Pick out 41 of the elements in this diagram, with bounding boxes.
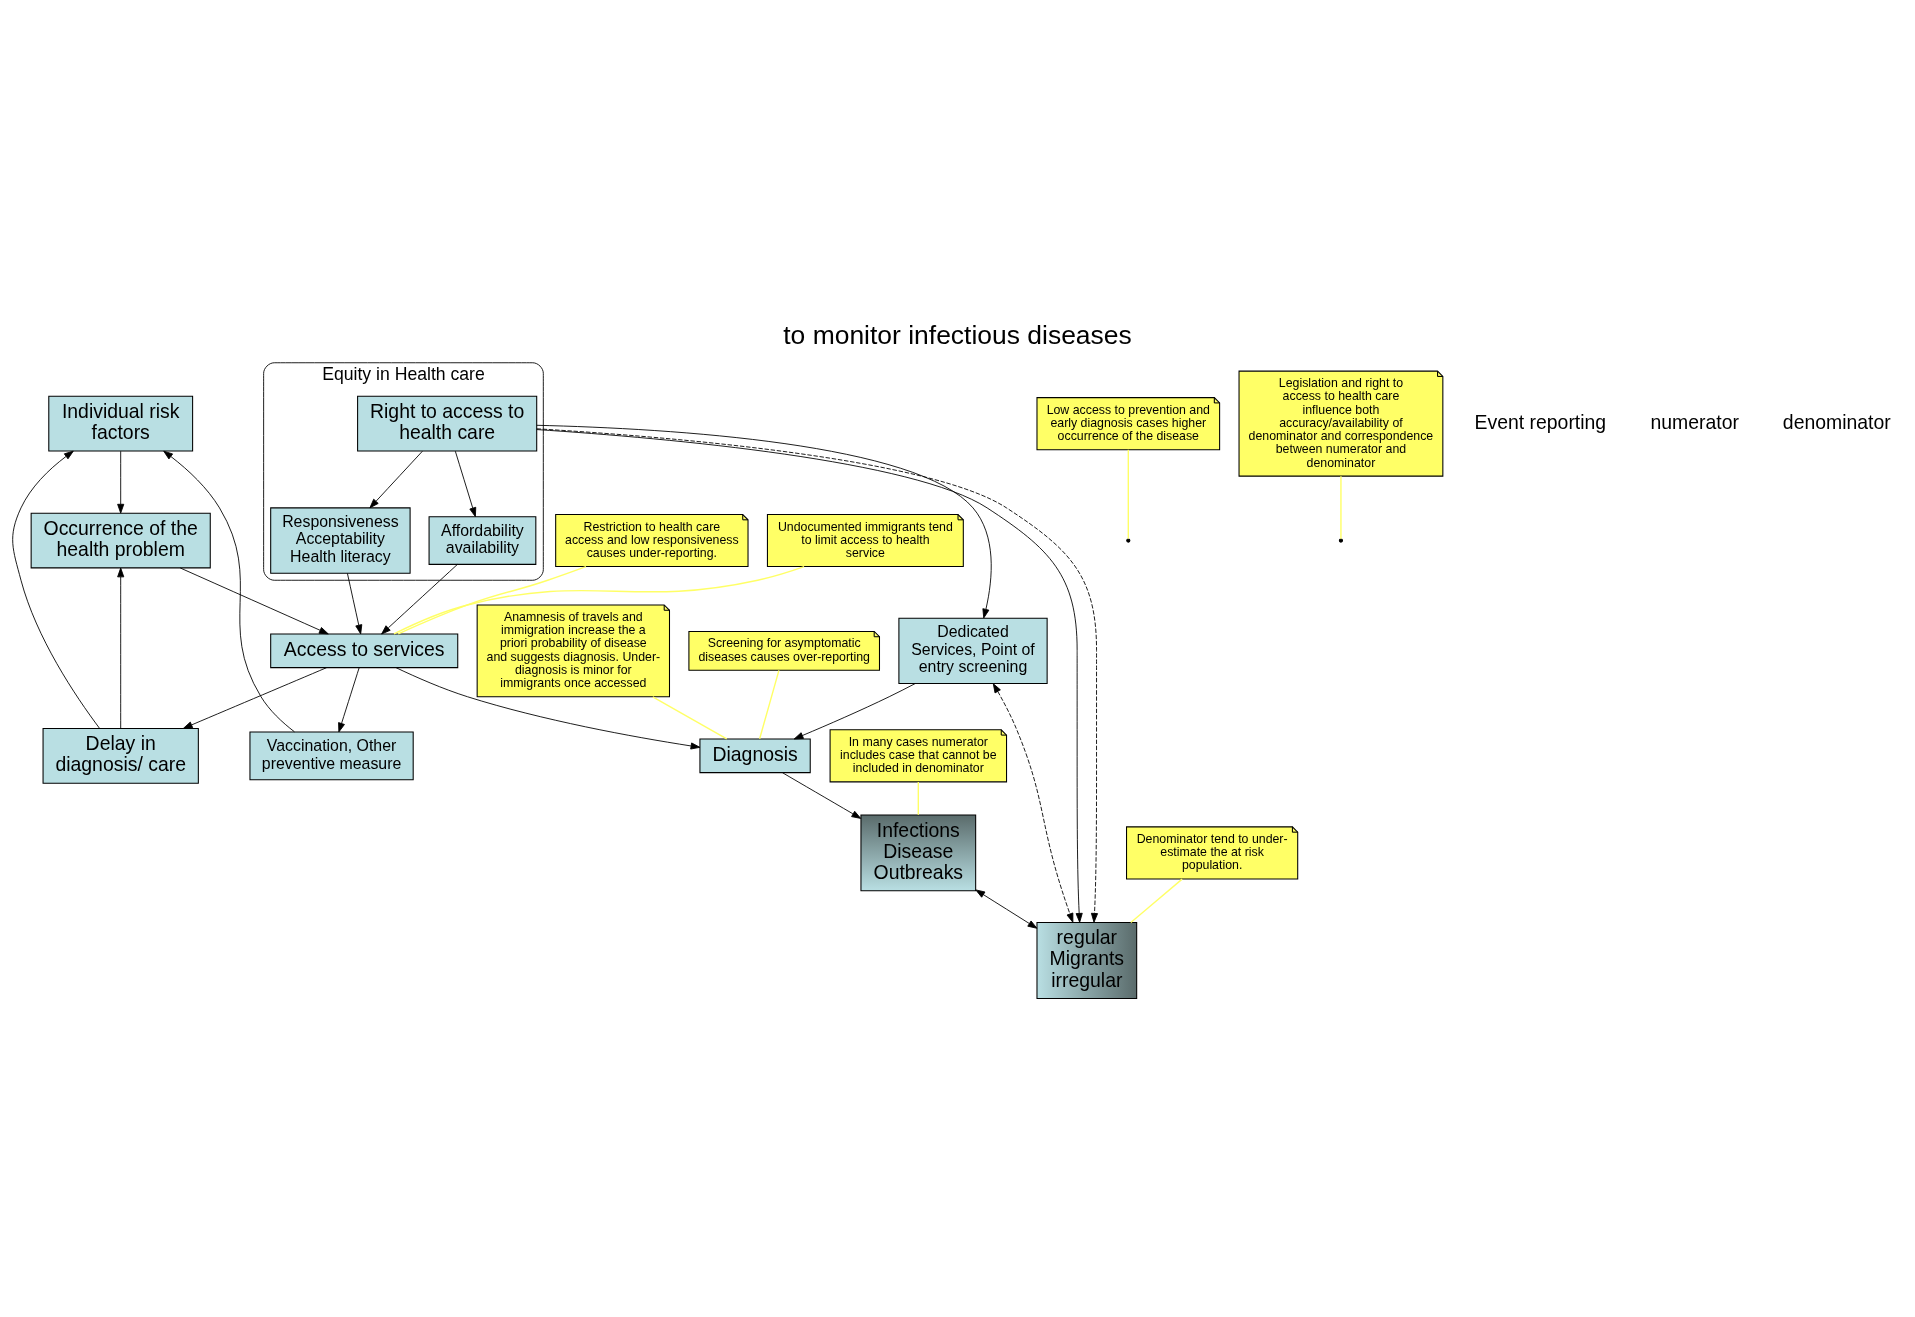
node-box: regular Migrants irregular	[1036, 921, 1138, 999]
label: denominator	[1782, 410, 1891, 433]
node-box: Right to access to health care	[357, 395, 538, 451]
node-box: Access to services	[270, 633, 459, 668]
arrow	[179, 567, 329, 634]
node-box: Responsiveness Acceptability Health literacy	[270, 506, 411, 574]
arrow	[338, 666, 360, 732]
connector	[1130, 877, 1183, 923]
arrow	[793, 682, 916, 739]
arrow	[117, 450, 125, 514]
node-box: Affordability availability	[428, 515, 537, 565]
arrow	[454, 450, 477, 517]
connector	[917, 780, 919, 815]
arrow	[381, 563, 458, 634]
node-box: Diagnosis	[699, 738, 811, 773]
arrow	[117, 567, 125, 729]
connector	[652, 695, 728, 740]
label: Event reporting	[1474, 410, 1607, 433]
node-box: Occurrence of the health problem	[30, 512, 211, 568]
arrow	[781, 771, 862, 819]
diagram-title: to monitor infectious diseases	[783, 319, 1132, 350]
node-box: Dedicated Services, Point of entry screening	[898, 617, 1048, 684]
label: numerator	[1650, 410, 1739, 433]
connector	[1127, 448, 1129, 539]
node-box: Infections Disease Outbreaks	[860, 813, 977, 891]
connector	[1340, 475, 1342, 540]
arrow	[182, 666, 328, 729]
node-box: Delay in diagnosis/ care	[42, 727, 199, 784]
arrow	[347, 572, 363, 634]
arrow	[536, 424, 992, 618]
node-box: Individual risk factors	[48, 395, 194, 451]
connector	[397, 565, 587, 635]
arrow	[163, 450, 295, 732]
connector	[393, 565, 805, 635]
arrow	[975, 888, 1038, 929]
arrow	[395, 666, 701, 749]
arrow	[992, 682, 1074, 923]
arrow	[369, 450, 423, 508]
connector	[758, 669, 780, 739]
arrow	[12, 450, 101, 729]
node-box: Vaccination, Other preventive measure	[249, 731, 414, 780]
